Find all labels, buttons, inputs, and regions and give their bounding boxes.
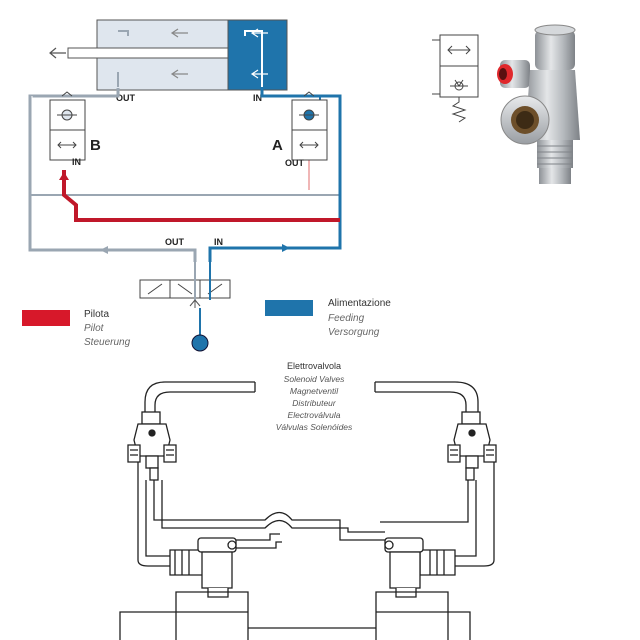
legend-pilot-en: Pilot (84, 323, 105, 334)
cylinder-in-label: IN (253, 93, 262, 103)
solenoid-line-pt: Válvulas Solenóides (276, 422, 353, 432)
left-valve-fitting (127, 411, 177, 481)
solenoid-title: Elettrovalvola (287, 361, 341, 371)
solenoid-line-fr: Distributeur (292, 398, 337, 408)
piston-rod (67, 47, 229, 59)
valve-a-label: A (272, 137, 283, 154)
legend-feeding: Alimentazione Feeding Versorgung (265, 298, 391, 338)
bottom-out-label: OUT (165, 237, 185, 247)
exhaust-arrow-icon (49, 47, 66, 59)
valve-a-out-label: OUT (285, 158, 305, 168)
solenoid-line-de: Magnetventil (290, 386, 339, 396)
valve-product-image (497, 24, 580, 184)
legend-pilot-swatch (22, 310, 70, 326)
right-valve-fitting (447, 411, 497, 481)
valve-b-label: B (90, 137, 101, 154)
solenoid-line-es: Electroválvula (288, 410, 341, 420)
supply-source-icon (191, 334, 209, 352)
right-lower-valve (384, 537, 456, 598)
pneumatic-cylinder (49, 19, 288, 91)
legend-pilot-de: Steuerung (84, 337, 131, 348)
check-valve-symbol (432, 34, 479, 123)
valve-b-in-label: IN (72, 157, 81, 167)
legend-feeding-swatch (265, 300, 313, 316)
solenoid-line-en: Solenoid Valves (284, 374, 345, 384)
bottom-in-label: IN (214, 237, 223, 247)
legend-pilot: Pilota Pilot Steuerung (22, 309, 131, 348)
valve-a-symbol (291, 91, 328, 161)
legend-feeding-en: Feeding (328, 313, 365, 324)
solenoid-caption: Elettrovalvola Solenoid Valves Magnetven… (276, 361, 353, 432)
legend-feeding-de: Versorgung (328, 327, 380, 338)
left-lower-valve (169, 537, 237, 598)
assembly-drawing (119, 381, 497, 640)
legend-feeding-title: Alimentazione (328, 298, 391, 309)
valve-b-symbol (49, 91, 86, 161)
cylinder-out-label: OUT (116, 93, 136, 103)
legend-pilot-title: Pilota (84, 309, 109, 320)
piping (28, 88, 342, 262)
directional-control-valve (139, 262, 231, 352)
